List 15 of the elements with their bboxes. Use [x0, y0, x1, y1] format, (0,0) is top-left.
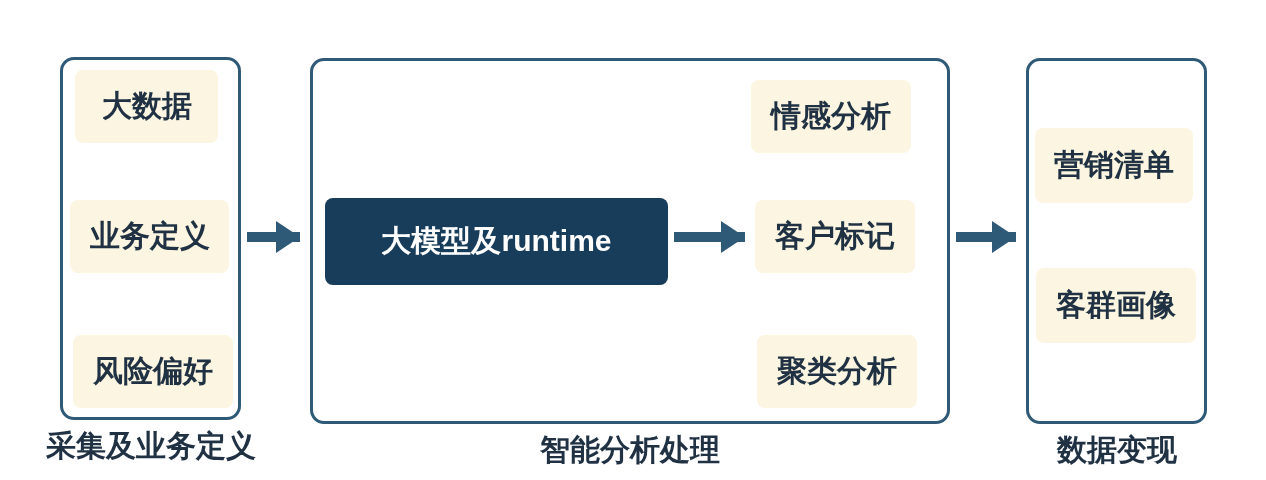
item-box: 客群画像	[1036, 268, 1196, 343]
group-label: 数据变现	[1055, 432, 1178, 468]
process-box: 大模型及runtime	[325, 198, 668, 285]
arrow	[674, 221, 745, 253]
item-box: 聚类分析	[757, 335, 917, 408]
item-box: 营销清单	[1035, 128, 1193, 203]
item-box: 客户标记	[755, 200, 915, 273]
item-box: 业务定义	[70, 200, 229, 273]
item-box: 风险偏好	[73, 335, 233, 408]
item-box: 大数据	[75, 70, 218, 143]
arrow	[956, 221, 1016, 253]
group-label: 采集及业务定义	[44, 428, 257, 464]
item-box: 情感分析	[751, 80, 911, 153]
group-label: 智能分析处理	[539, 432, 721, 468]
arrow	[247, 221, 300, 253]
